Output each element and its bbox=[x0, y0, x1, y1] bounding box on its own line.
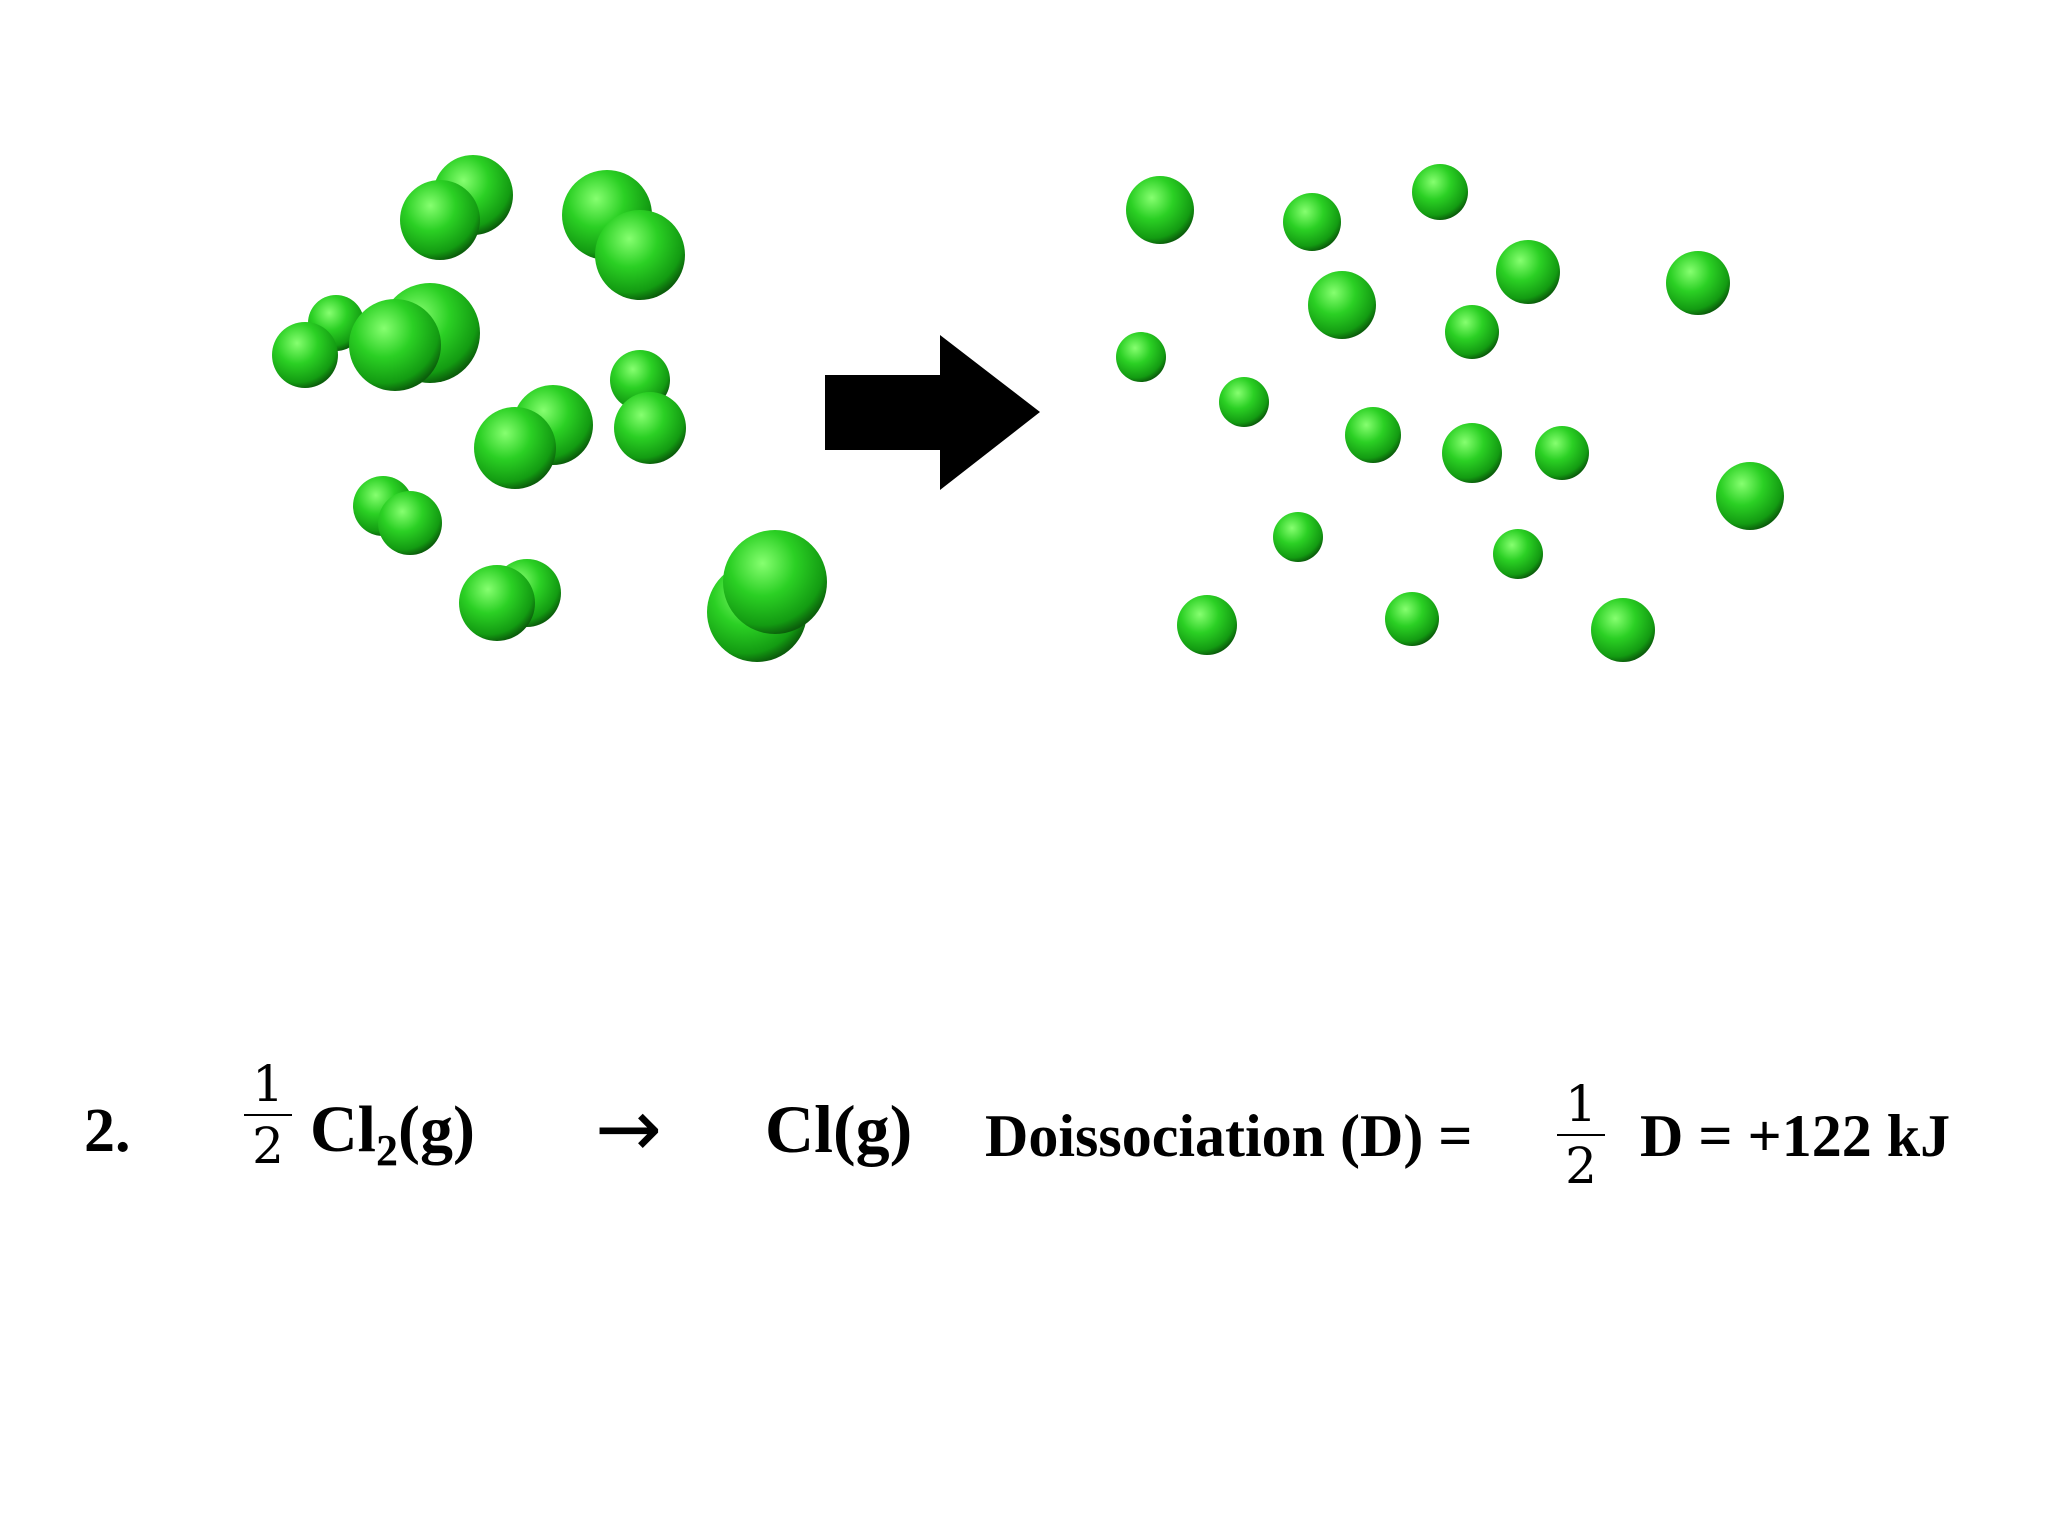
dissociation-coefficient: 1 2 bbox=[1555, 1076, 1607, 1194]
equation-number: 2. bbox=[84, 1097, 131, 1165]
reactant-state: (g) bbox=[398, 1093, 475, 1166]
cl2-molecule bbox=[349, 283, 480, 391]
chlorine-atom-sphere bbox=[378, 491, 442, 555]
cl2-molecule bbox=[610, 350, 686, 464]
chlorine-atom-sphere bbox=[400, 180, 480, 260]
chlorine-atom-sphere bbox=[474, 407, 556, 489]
cl-atom bbox=[1493, 529, 1543, 579]
reactant-formula: Cl2(g) bbox=[310, 1092, 475, 1176]
chlorine-atom-sphere bbox=[595, 210, 685, 300]
reaction-arrow: → bbox=[595, 1082, 663, 1175]
cl-atom bbox=[1666, 251, 1730, 315]
d-coefficient-numerator: 1 bbox=[1565, 1075, 1597, 1133]
cl-atom bbox=[1283, 193, 1341, 251]
dissociation-equation: 2. 1 2 Cl2(g) → Cl(g) Doissociation (D) … bbox=[0, 1040, 2048, 1340]
block-right-arrow-icon bbox=[825, 335, 1040, 490]
cl-atom bbox=[1116, 332, 1166, 382]
reactant-subscript: 2 bbox=[376, 1126, 398, 1175]
cl-atom bbox=[1535, 426, 1589, 480]
cl-atom bbox=[1442, 423, 1502, 483]
cl-atom bbox=[1385, 592, 1439, 646]
cl2-molecule bbox=[459, 559, 561, 641]
d-coefficient-denominator: 2 bbox=[1565, 1137, 1597, 1195]
cl-atom bbox=[1716, 462, 1784, 530]
cl-atom bbox=[1445, 305, 1499, 359]
cl-atom bbox=[1412, 164, 1468, 220]
cl2-molecule bbox=[272, 295, 364, 388]
cl2-molecule bbox=[474, 385, 593, 489]
cl-atom bbox=[1177, 595, 1237, 655]
cl-atom bbox=[1345, 407, 1401, 463]
chlorine-atom-sphere bbox=[723, 530, 827, 634]
coefficient-denominator: 2 bbox=[252, 1117, 284, 1175]
chlorine-molecules-group bbox=[272, 155, 827, 662]
coefficient-numerator: 1 bbox=[252, 1055, 284, 1113]
dissociation-value: D = +122 kJ bbox=[1640, 1103, 1951, 1169]
product-formula: Cl(g) bbox=[765, 1091, 913, 1167]
chlorine-atom-sphere bbox=[614, 392, 686, 464]
fraction-bar bbox=[1557, 1134, 1605, 1136]
cl2-molecule bbox=[707, 530, 827, 662]
chlorine-atom-sphere bbox=[272, 322, 338, 388]
fraction-bar bbox=[244, 1114, 292, 1116]
cl2-molecule bbox=[562, 170, 685, 300]
dissociation-diagram bbox=[272, 155, 1784, 662]
reactant-base: Cl bbox=[310, 1093, 376, 1166]
cl-atom bbox=[1591, 598, 1655, 662]
reactant-coefficient: 1 2 bbox=[242, 1056, 294, 1174]
chlorine-atom-sphere bbox=[349, 299, 441, 391]
cl-atom bbox=[1126, 176, 1194, 244]
cl-atom bbox=[1219, 377, 1269, 427]
dissociation-label: Doissociation (D) = bbox=[985, 1103, 1473, 1169]
cl-atom bbox=[1273, 512, 1323, 562]
cl-atom bbox=[1496, 240, 1560, 304]
cl2-molecule bbox=[400, 155, 513, 260]
chlorine-atom-sphere bbox=[459, 565, 535, 641]
chlorine-atoms-group bbox=[1116, 164, 1784, 662]
cl-atom bbox=[1308, 271, 1376, 339]
cl2-molecule bbox=[353, 476, 442, 555]
